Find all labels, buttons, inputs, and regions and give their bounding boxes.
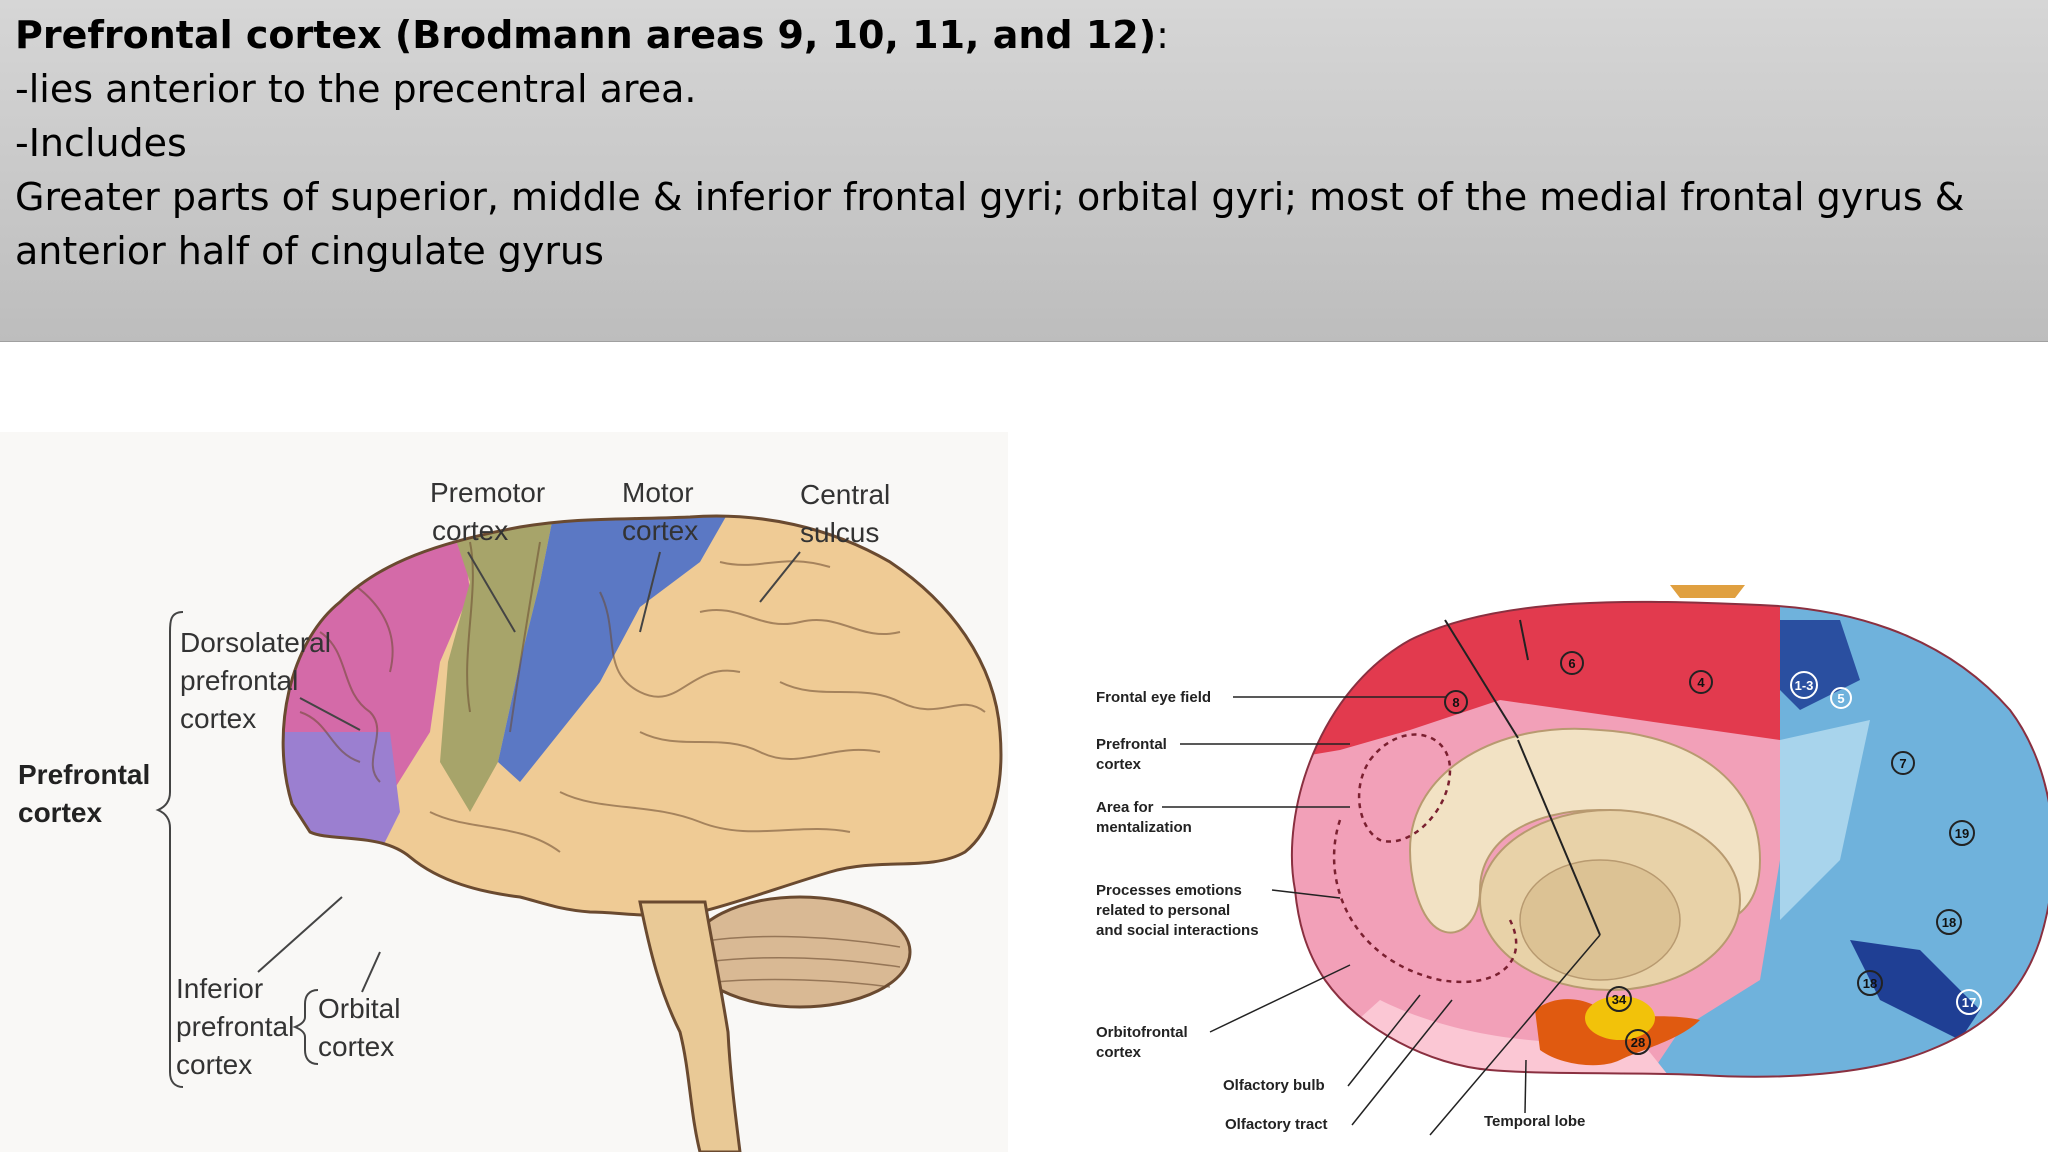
top-marker [1670, 585, 1745, 598]
dotted-regions [1332, 733, 1518, 984]
label-prefrontal-2: cortex [18, 797, 102, 828]
inferior-prefrontal-region [283, 732, 400, 916]
lateral-brain-figure: Premotor cortex Motor cortex Central sul… [0, 432, 1008, 1154]
label-emotions-2: related to personal [1096, 902, 1230, 919]
label-ipfc-1: Inferior [176, 973, 263, 1004]
header-line-2: -Includes [15, 121, 187, 165]
calcarine-band [1850, 940, 1980, 1040]
label-temporal-lobe: Temporal lobe [1484, 1113, 1585, 1130]
label-central-1: Central [800, 479, 890, 510]
area-34-region [1585, 996, 1655, 1040]
label-ofc-2: cortex [1096, 1044, 1142, 1061]
header-title-suffix: : [1156, 13, 1169, 57]
label-pfc-1: Prefrontal [1096, 736, 1167, 753]
label-motor-2: cortex [622, 515, 698, 546]
lateral-brain-svg: Premotor cortex Motor cortex Central sul… [18, 477, 1003, 1154]
label-ofc-1: Orbitofrontal [1096, 1024, 1188, 1041]
label-dlpfc-1: Dorsolateral [180, 627, 331, 658]
area-5: 5 [1837, 691, 1844, 706]
area-6: 6 [1568, 656, 1575, 671]
medial-outline [1291, 600, 2048, 1078]
label-central-2: sulcus [800, 517, 879, 548]
slide-header: Prefrontal cortex (Brodmann areas 9, 10,… [0, 0, 2048, 342]
cerebrum [283, 516, 1001, 916]
label-emotions-3: and social interactions [1096, 922, 1259, 939]
label-frontal-eye-field: Frontal eye field [1096, 689, 1211, 706]
label-dlpfc-2: prefrontal [180, 665, 298, 696]
area-28: 28 [1631, 1035, 1645, 1050]
area-17: 17 [1962, 995, 1976, 1010]
label-emotions-1: Processes emotions [1096, 882, 1242, 899]
header-title: Prefrontal cortex (Brodmann areas 9, 10,… [15, 13, 1157, 57]
area-19: 19 [1955, 826, 1969, 841]
cerebrum-outline [281, 514, 1003, 918]
premotor-cortex-region [440, 516, 558, 812]
medial-labels: Frontal eye field Prefrontal cortex Area… [1096, 689, 1585, 1133]
header-line-4: anterior half of cingulate gyrus [15, 229, 604, 273]
lateral-labels: Premotor cortex Motor cortex Central sul… [176, 477, 890, 1080]
medial-precuneus [1780, 720, 1870, 920]
header-text: Prefrontal cortex (Brodmann areas 9, 10,… [15, 8, 2015, 278]
medial-leader-lines [1162, 696, 1601, 1136]
label-olfactory-tract: Olfactory tract [1225, 1116, 1328, 1133]
medial-brain-svg: 8 6 4 1-3 5 7 19 18 17 18 34 28 Frontal … [1096, 585, 2048, 1136]
area-4: 4 [1697, 675, 1705, 690]
label-premotor-1: Premotor [430, 477, 545, 508]
area-18: 18 [1942, 915, 1956, 930]
header-line-3: Greater parts of superior, middle & infe… [15, 175, 1965, 219]
label-motor-1: Motor [622, 477, 694, 508]
area-34: 34 [1612, 992, 1627, 1007]
area-markers: 8 6 4 1-3 5 7 19 18 17 18 34 28 [1444, 651, 1982, 1055]
medial-brain-figure: 8 6 4 1-3 5 7 19 18 17 18 34 28 Frontal … [1080, 560, 2048, 1152]
lateral-leader-lines [155, 551, 801, 1088]
label-olfactory-bulb: Olfactory bulb [1223, 1077, 1325, 1094]
label-mentalization-1: Area for [1096, 799, 1154, 816]
medial-pointer-lines [1444, 619, 1601, 936]
diencephalon [1519, 859, 1681, 981]
label-pfc-2: cortex [1096, 756, 1142, 773]
medial-parietal-occipital [1640, 601, 2048, 1077]
area-8: 8 [1452, 695, 1459, 710]
label-dlpfc-3: cortex [180, 703, 256, 734]
motor-cortex-region [498, 516, 740, 782]
label-ipfc-3: cortex [176, 1049, 252, 1080]
label-orbital-2: cortex [318, 1031, 394, 1062]
label-mentalization-2: mentalization [1096, 819, 1192, 836]
header-title-line: Prefrontal cortex (Brodmann areas 9, 10,… [15, 8, 2015, 62]
area-18-lower: 18 [1863, 976, 1877, 991]
label-orbital-1: Orbital [318, 993, 400, 1024]
area-1-3: 1-3 [1795, 678, 1814, 693]
label-prefrontal-1: Prefrontal [18, 759, 150, 790]
header-line-1: -lies anterior to the precentral area. [15, 67, 697, 111]
label-ipfc-2: prefrontal [176, 1011, 294, 1042]
label-premotor-2: cortex [432, 515, 508, 546]
cerebellum [688, 895, 912, 1009]
area-7: 7 [1899, 756, 1906, 771]
